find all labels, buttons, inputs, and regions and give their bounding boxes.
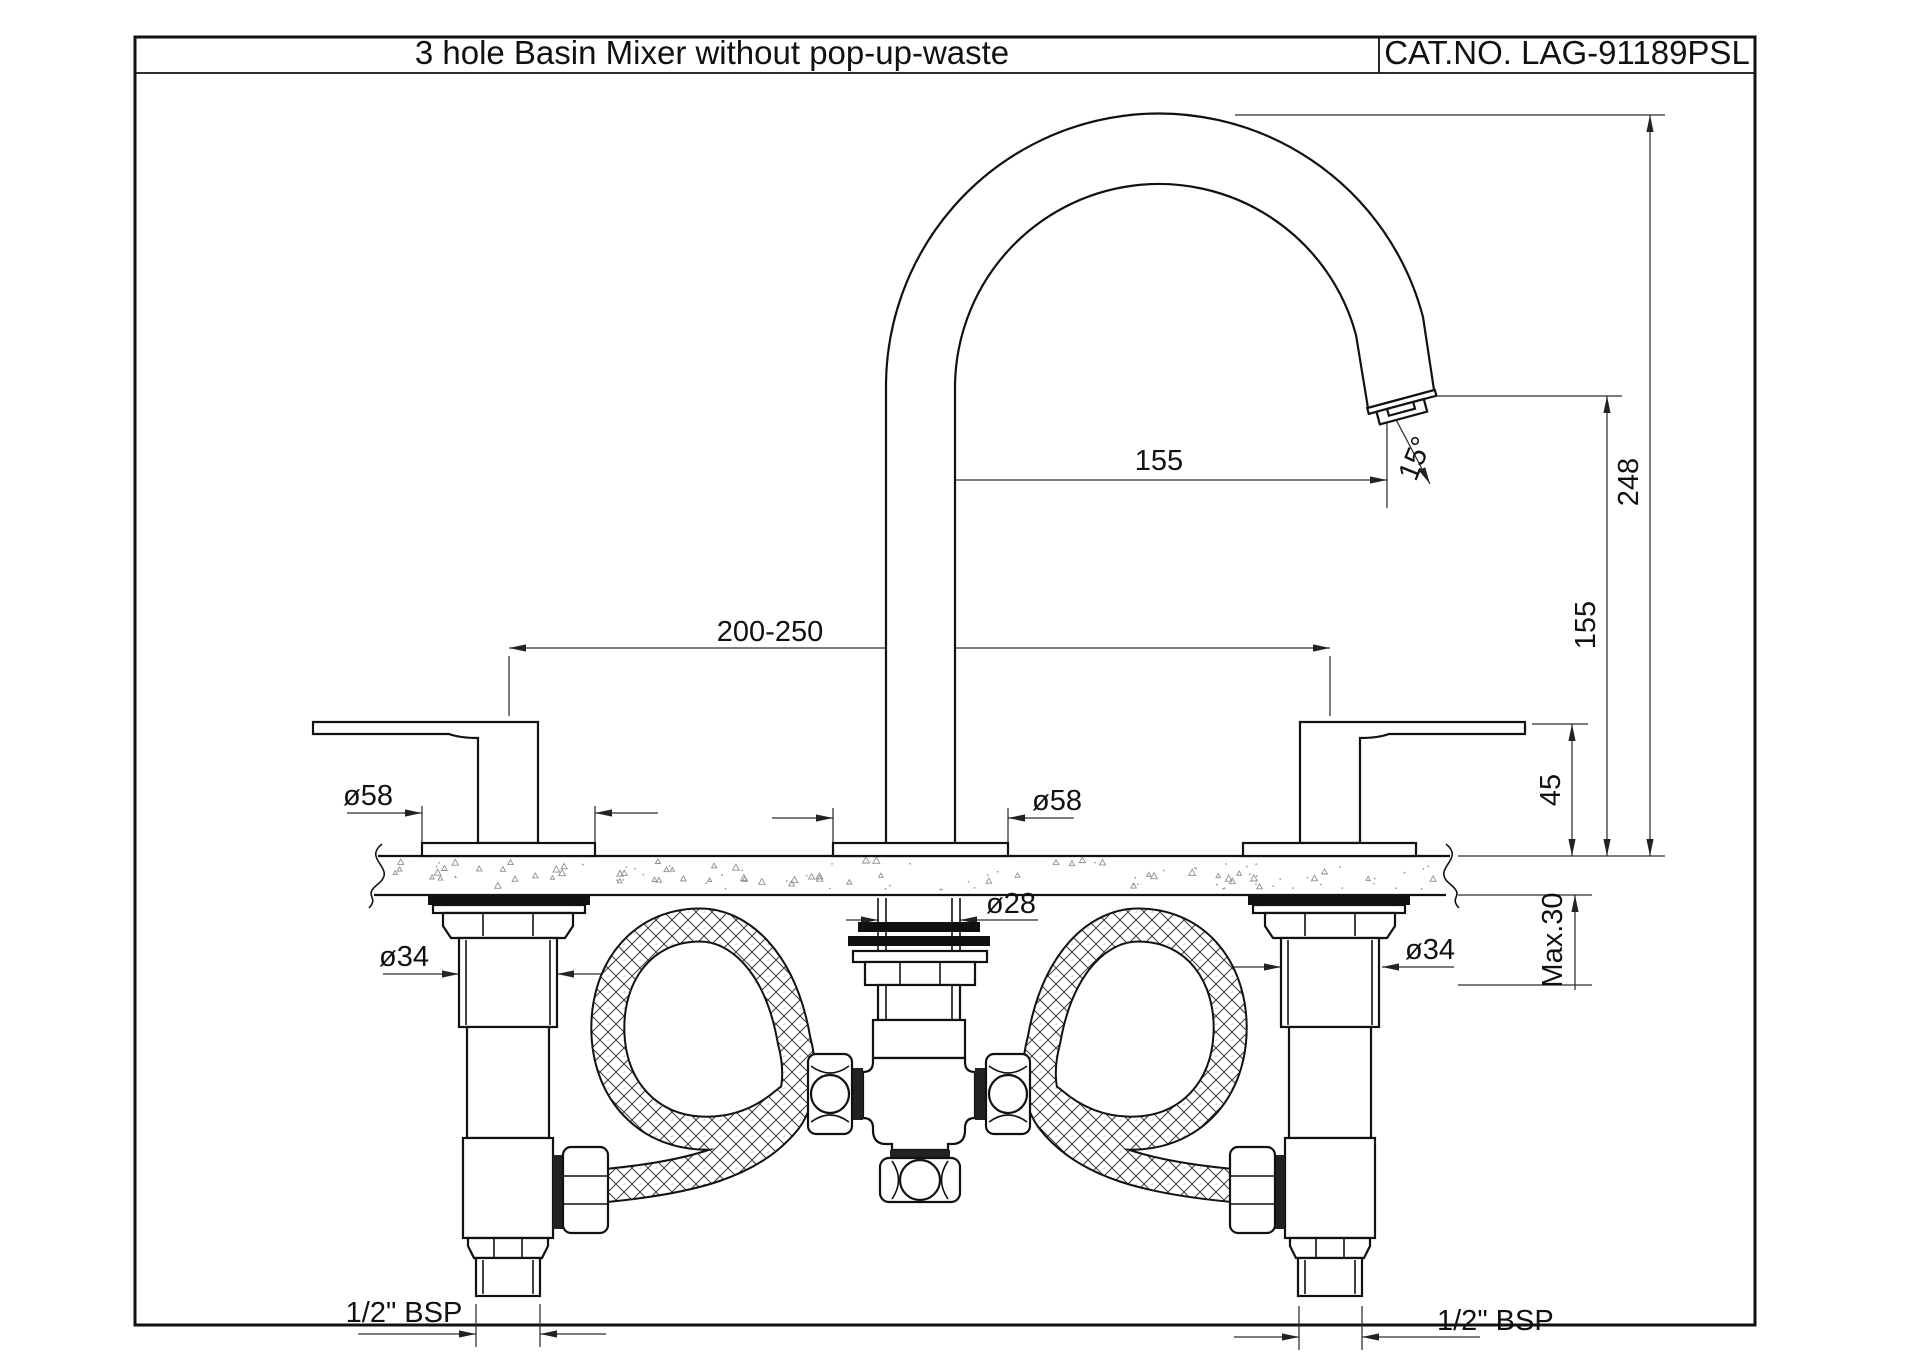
valve-right-inlet-nipple: [1296, 1256, 1364, 1298]
valve-left-body-upper: [457, 936, 559, 1029]
deck-break-left: [368, 843, 385, 909]
dimension-annotations: 248 155 45 Max.30 155 15° 200-250 ø58: [343, 114, 1665, 1350]
valve-left-gasket: [428, 896, 590, 905]
valve-right-mounting-nut: [1263, 911, 1397, 940]
valve-right-hose-nut: [1228, 1145, 1277, 1235]
spout: [831, 112, 1438, 858]
drawing-title: 3 hole Basin Mixer without pop-up-waste: [415, 34, 1009, 71]
valve-right-body-lower: [1283, 1136, 1377, 1240]
handle-right-flange: [1241, 841, 1418, 858]
dim-max-thickness: Max.30: [1537, 892, 1569, 987]
hose-left-braid: [592, 909, 818, 1202]
valve-right-hex: [1288, 1236, 1372, 1260]
valve-left-hex: [466, 1236, 550, 1260]
spout-aerator: [1365, 388, 1438, 426]
shank-friction-washer: [848, 936, 990, 946]
valve-right-body-mid: [1287, 1025, 1373, 1140]
valve-left-hose-nut: [561, 1145, 610, 1235]
shank-mounting-nut: [863, 960, 977, 987]
valve-assembly-left: [428, 896, 610, 1298]
tee-right-washer: [975, 1068, 988, 1120]
tee-bottom-nut-detail: [898, 1158, 942, 1202]
dim-hole-spacing: 200-250: [717, 616, 823, 648]
flexible-hoses: [590, 907, 1248, 1204]
title-block: 3 hole Basin Mixer without pop-up-waste …: [133, 34, 1757, 1327]
valve-left-body-mid: [465, 1025, 551, 1140]
hose-right-braid: [1020, 909, 1246, 1202]
dim-tip-angle: 15°: [1393, 432, 1439, 485]
dim-handle-height: 45: [1535, 774, 1567, 806]
spout-tube: [884, 112, 1436, 847]
dim-spout-shank-dia: ø28: [986, 888, 1036, 920]
shank-gasket: [858, 922, 980, 932]
valve-right-body-upper: [1279, 936, 1381, 1029]
spout-flange: [831, 841, 1010, 858]
dim-line-tip-angle: [1391, 411, 1431, 485]
handle-left-flange: [420, 841, 597, 858]
sheet-border: [133, 35, 1757, 1327]
valve-left-port-washer: [553, 1155, 563, 1229]
dim-spout-height: 248: [1613, 458, 1645, 506]
deck-break-right: [1443, 843, 1460, 909]
handle-left: [311, 720, 597, 858]
dim-inlet-thread-left: 1/2" BSP: [346, 1297, 463, 1329]
shank-thread: [876, 983, 962, 1022]
dim-handle-flange-dia: ø58: [343, 780, 393, 812]
tee-fitting: [806, 1052, 1032, 1204]
dim-spout-flange-dia: ø58: [1032, 785, 1082, 817]
valve-left-inlet-nipple: [474, 1256, 542, 1298]
dim-valve-dia-right: ø34: [1405, 934, 1455, 966]
shank-washer-plate: [851, 949, 989, 964]
handle-right: [1241, 720, 1527, 858]
valve-left-washer: [431, 903, 587, 915]
tee-right-nut-detail: [987, 1073, 1029, 1115]
dim-spout-reach: 155: [1135, 445, 1183, 477]
tee-bottom-washer: [890, 1150, 950, 1160]
tee-left-nut-detail: [809, 1073, 851, 1115]
valve-left-mounting-nut: [441, 911, 575, 940]
catalog-number: CAT.NO. LAG-91189PSL: [1384, 34, 1750, 71]
valve-left-body-lower: [461, 1136, 555, 1240]
tee-left-washer: [850, 1068, 863, 1120]
dim-outlet-height: 155: [1570, 601, 1602, 649]
dim-valve-dia-left: ø34: [379, 941, 429, 973]
handle-right-lever: [1298, 720, 1527, 845]
valve-right-washer: [1251, 903, 1407, 915]
valve-right-gasket: [1248, 896, 1410, 905]
deck-texture: [392, 855, 1437, 891]
valve-assembly-right: [1228, 896, 1410, 1298]
dim-inlet-thread-right: 1/2" BSP: [1437, 1305, 1554, 1337]
spout-shank-assembly: [848, 898, 990, 1060]
valve-right-port-washer: [1275, 1155, 1285, 1229]
mixing-block: [871, 1018, 967, 1060]
tee-body: [861, 1056, 977, 1152]
